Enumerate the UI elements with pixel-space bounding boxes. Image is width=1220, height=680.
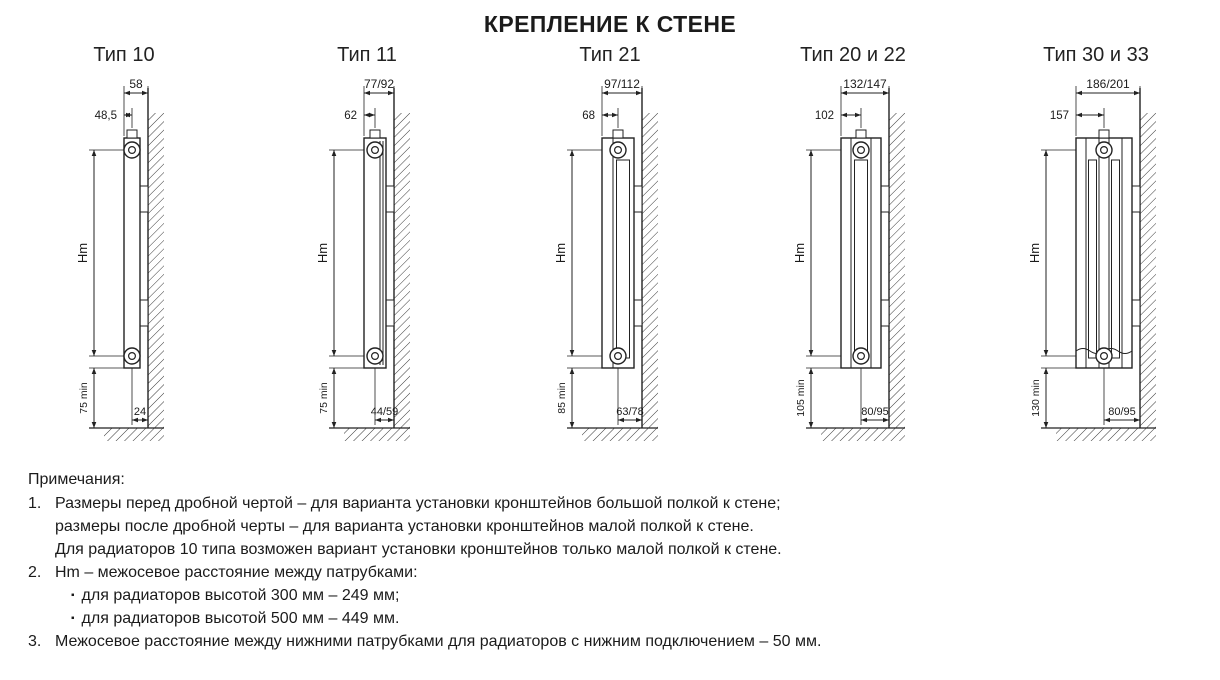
wall-bracket bbox=[385, 185, 395, 213]
wall-hatch bbox=[889, 113, 905, 428]
radiator-body bbox=[123, 137, 141, 369]
page-title: КРЕПЛЕНИЕ К СТЕНЕ bbox=[483, 11, 737, 37]
wall-bracket bbox=[633, 185, 643, 213]
note-item: 1. Размеры перед дробной чертой – для вар… bbox=[28, 492, 1200, 561]
floor-min-dim: 75 min bbox=[78, 382, 90, 414]
depth-axis-dim: 68 bbox=[582, 110, 595, 122]
wall-hatch bbox=[642, 113, 658, 428]
wall-hatch bbox=[1140, 113, 1156, 428]
notes-heading: Примечания: bbox=[28, 471, 125, 488]
hm-dim: Hm bbox=[75, 243, 90, 263]
wall-bracket bbox=[1131, 185, 1141, 213]
bottom-axis-dim: 24 bbox=[134, 406, 146, 418]
note-bullet-text: для радиаторов высотой 500 мм – 449 мм. bbox=[81, 610, 400, 627]
bottom-axis-dim: 44/59 bbox=[371, 406, 399, 418]
note-body: Межосевое расстояние между нижними патру… bbox=[55, 630, 1200, 653]
top-pipe-icon bbox=[609, 141, 627, 159]
note-bullet-text: для радиаторов высотой 300 мм – 249 мм; bbox=[81, 587, 400, 604]
diagram-type-label: Тип 10 bbox=[93, 44, 155, 66]
notes-list: 1. Размеры перед дробной чертой – для вар… bbox=[28, 492, 1200, 653]
wall-bracket bbox=[139, 185, 149, 213]
hm-dim: Hm bbox=[1027, 243, 1042, 263]
floor-min-dim: 130 min bbox=[1030, 379, 1042, 417]
hm-dim: Hm bbox=[553, 243, 568, 263]
diagram-type-label: Тип 11 bbox=[337, 44, 397, 66]
floor-hatch bbox=[821, 428, 905, 441]
depth-total-dim: 132/147 bbox=[843, 77, 887, 91]
depth-axis-dim: 48,5 bbox=[95, 110, 117, 122]
wall-bracket bbox=[139, 299, 149, 327]
floor-hatch bbox=[1056, 428, 1156, 441]
note-bullet: ▪ для радиаторов высотой 500 мм – 449 мм. bbox=[55, 607, 1200, 630]
top-pipe-icon bbox=[366, 141, 384, 159]
wall-bracket bbox=[633, 299, 643, 327]
top-pipe-icon bbox=[1095, 141, 1113, 159]
bottom-pipe-icon bbox=[366, 347, 384, 365]
floor-hatch bbox=[582, 428, 658, 441]
bottom-axis-dim: 80/95 bbox=[1108, 406, 1136, 418]
hm-dim: Hm bbox=[792, 243, 807, 263]
floor-min-dim: 75 min bbox=[318, 382, 330, 414]
note-number: 2. bbox=[28, 564, 42, 581]
wall-bracket bbox=[1131, 299, 1141, 327]
note-line: размеры после дробной черты – для вариан… bbox=[55, 518, 754, 535]
note-line: Размеры перед дробной чертой – для вариа… bbox=[55, 495, 781, 512]
radiator-wall-mount-diagram: 58 48,5Hm 75 min 24 bbox=[75, 77, 164, 441]
floor-hatch bbox=[104, 428, 164, 441]
depth-total-dim: 186/201 bbox=[1086, 77, 1130, 91]
square-bullet-icon: ▪ bbox=[71, 590, 75, 601]
depth-axis-dim: 157 bbox=[1050, 110, 1069, 122]
wall-hatch bbox=[148, 113, 164, 428]
wall-bracket bbox=[880, 299, 890, 327]
diagram-type-label: Тип 20 и 22 bbox=[800, 44, 906, 66]
diagram-type-label: Тип 21 bbox=[579, 44, 641, 66]
wall-bracket bbox=[880, 185, 890, 213]
note-bullet: ▪ для радиаторов высотой 300 мм – 249 мм; bbox=[55, 584, 1200, 607]
note-line: Для радиаторов 10 типа возможен вариант … bbox=[55, 541, 782, 558]
notes-section: Примечания: 1. Размеры перед дробной черт… bbox=[0, 468, 1220, 653]
note-number: 1. bbox=[28, 495, 42, 512]
bottom-pipe-icon bbox=[852, 347, 870, 365]
square-bullet-icon: ▪ bbox=[71, 613, 75, 624]
note-line: Межосевое расстояние между нижними патру… bbox=[55, 633, 822, 650]
note-line: Hm – межосевое расстояние между патрубка… bbox=[55, 564, 418, 581]
depth-axis-dim: 62 bbox=[344, 110, 357, 122]
wall-hatch bbox=[394, 113, 410, 428]
bottom-pipe-icon bbox=[609, 347, 627, 365]
floor-min-dim: 105 min bbox=[795, 379, 807, 417]
depth-axis-dim: 102 bbox=[815, 110, 834, 122]
floor-hatch bbox=[344, 428, 410, 441]
note-body: Размеры перед дробной чертой – для вариа… bbox=[55, 492, 1200, 561]
hm-dim: Hm bbox=[315, 243, 330, 263]
note-body: Hm – межосевое расстояние между патрубка… bbox=[55, 561, 1200, 630]
wall-bracket bbox=[385, 299, 395, 327]
floor-min-dim: 85 min bbox=[556, 382, 568, 414]
top-pipe-icon bbox=[852, 141, 870, 159]
bottom-axis-dim: 63/78 bbox=[616, 406, 644, 418]
top-pipe-icon bbox=[123, 141, 141, 159]
diagram-type-label: Тип 30 и 33 bbox=[1043, 44, 1149, 66]
note-number: 3. bbox=[28, 633, 42, 650]
note-item: 2. Hm – межосевое расстояние между патруб… bbox=[28, 561, 1200, 630]
depth-total-dim: 77/92 bbox=[364, 77, 394, 91]
depth-total-dim: 58 bbox=[129, 77, 143, 91]
bottom-axis-dim: 80/95 bbox=[861, 406, 889, 418]
depth-total-dim: 97/112 bbox=[604, 77, 640, 91]
bottom-pipe-icon bbox=[1095, 347, 1113, 365]
note-item: 3. Межосевое расстояние между нижними пат… bbox=[28, 630, 1200, 653]
bottom-pipe-icon bbox=[123, 347, 141, 365]
radiator-body bbox=[1075, 137, 1133, 369]
